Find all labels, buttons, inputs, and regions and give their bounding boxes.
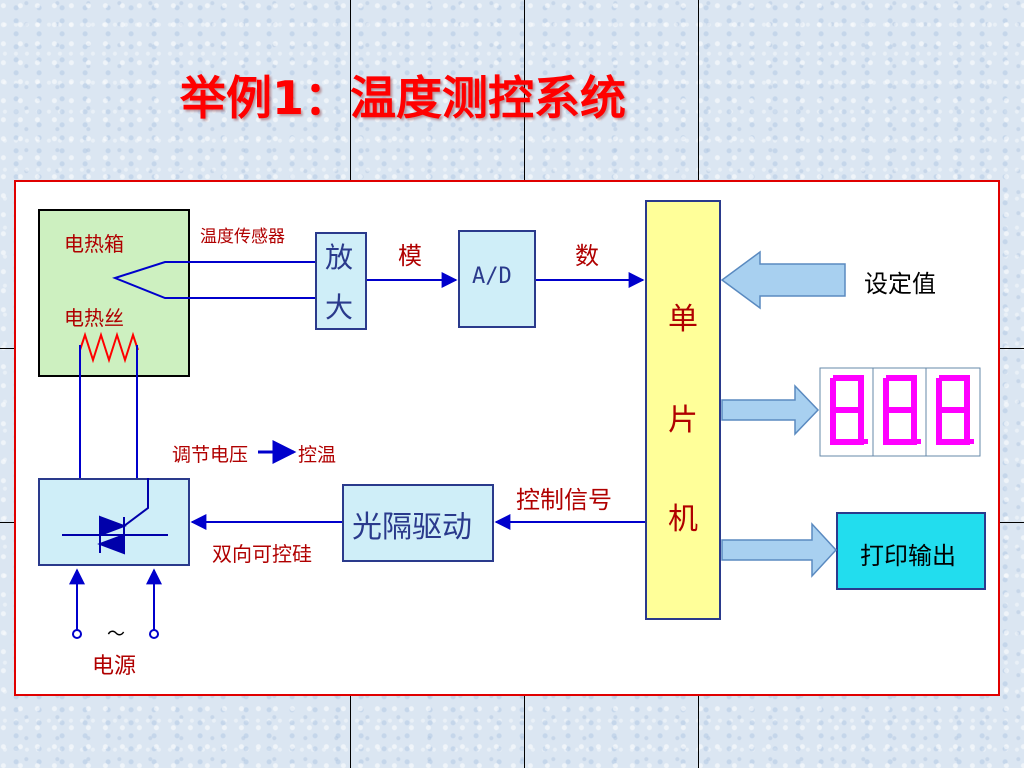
power-symbol: ～ <box>107 624 125 645</box>
control-signal-label: 控制信号 <box>516 486 612 514</box>
oven-box <box>38 209 190 377</box>
power-label: 电源 <box>92 654 137 679</box>
heater-label: 电热丝 <box>64 306 124 330</box>
adc-box <box>458 230 536 328</box>
amplifier-label-top: 放 <box>325 241 354 274</box>
setpoint-label: 设定值 <box>864 270 936 298</box>
mcu-label-3: 机 <box>668 502 698 537</box>
voltage-note-left: 调节电压 <box>172 444 249 466</box>
analog-label: 模 <box>398 242 422 270</box>
opto-driver-box <box>342 484 494 562</box>
thyristor-icon <box>62 478 168 555</box>
thyristor-label: 双向可控硅 <box>212 542 312 566</box>
printer-label: 打印输出 <box>860 542 956 570</box>
sensor-label: 温度传感器 <box>200 227 285 247</box>
heater-resistor-icon <box>79 331 139 364</box>
seven-segment-display-icon <box>819 367 981 457</box>
display-digit-2 <box>883 375 921 445</box>
adc-label: A/D <box>472 264 512 289</box>
mcu-box <box>645 200 721 620</box>
mcu-to-display-arrow <box>721 384 820 436</box>
digital-label: 数 <box>575 242 599 270</box>
oven-title: 电热箱 <box>64 232 124 256</box>
slide-title: 举例1：温度测控系统 <box>180 71 627 125</box>
mcu-label-1: 单 <box>668 302 698 337</box>
sensor-wires <box>112 261 315 299</box>
opto-driver-label: 光隔驱动 <box>352 510 472 545</box>
mcu-to-printer-arrow <box>721 522 838 578</box>
heater-wires <box>79 345 138 478</box>
power-leads <box>69 568 162 639</box>
mcu-label-2: 片 <box>668 403 698 438</box>
amplifier-label-bottom: 大 <box>325 291 354 324</box>
thyristor-box <box>38 478 190 566</box>
display-digit-1 <box>830 375 868 445</box>
amplifier-box <box>315 232 367 330</box>
voltage-note-right: 控温 <box>298 444 337 466</box>
setpoint-arrow <box>720 250 846 310</box>
display-digit-3 <box>936 375 974 445</box>
printer-box <box>836 512 986 590</box>
